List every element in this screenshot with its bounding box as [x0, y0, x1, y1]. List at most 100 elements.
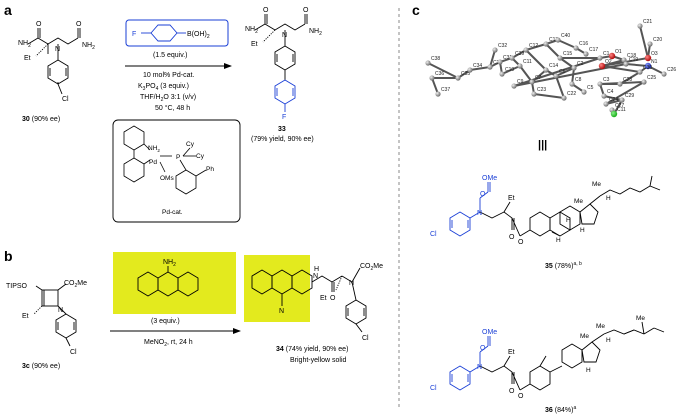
- crystal-atom: [644, 54, 652, 62]
- crystal-atom: [573, 45, 579, 51]
- crystal-atom: [637, 69, 643, 75]
- crystal-atom-label: C24: [609, 97, 618, 103]
- reagent-boron: B(OH)2: [187, 31, 210, 40]
- svg-text:30 (90% ee): 30 (90% ee): [22, 116, 60, 123]
- crystal-atom-label: O3: [651, 51, 658, 57]
- panel-label-a: a: [4, 2, 12, 18]
- svg-text:CO2Me: CO2Me: [360, 263, 383, 272]
- svg-text:O: O: [76, 21, 82, 28]
- crystal-bond: [545, 43, 561, 59]
- svg-text:Cy: Cy: [186, 141, 195, 148]
- svg-text:NH2: NH2: [148, 145, 160, 153]
- crystal-bond: [625, 63, 649, 67]
- crystal-atom: [597, 55, 603, 61]
- compound-33-labels: NH2 O N O NH2 Et F 33 (79% yield, 90% ee…: [245, 7, 322, 143]
- crystal-atom-label: C11: [617, 107, 626, 113]
- svg-text:O: O: [263, 7, 269, 14]
- crystal-atom: [487, 64, 493, 70]
- crystal-bond: [571, 67, 575, 85]
- crystal-atom-label: C32: [498, 43, 507, 49]
- svg-text:N: N: [282, 32, 287, 39]
- svg-text:Me: Me: [580, 333, 589, 340]
- crystal-atom: [569, 81, 575, 87]
- crystal-atom: [637, 23, 643, 29]
- crystal-atom: [429, 75, 435, 81]
- crystal-atom: [467, 67, 473, 73]
- svg-text:3c (90% ee): 3c (90% ee): [22, 363, 60, 370]
- svg-text:Et: Et: [508, 195, 515, 202]
- reagent-equiv-b: (3 equiv.): [151, 318, 180, 325]
- crystal-atom-label: C18: [627, 53, 636, 59]
- compound-33-biaryl: [274, 79, 296, 112]
- crystal-atom-label: C6: [559, 69, 566, 75]
- crystal-atom: [603, 101, 609, 107]
- svg-text:Cl: Cl: [70, 349, 77, 356]
- svg-text:O: O: [518, 393, 524, 400]
- crystal-atom: [543, 41, 549, 47]
- compound-34-structure: [251, 267, 367, 333]
- svg-text:H: H: [606, 337, 611, 344]
- svg-text:O: O: [303, 7, 309, 14]
- crystal-atom-label: C3: [603, 77, 610, 83]
- crystal-atom-label: C40: [561, 33, 570, 39]
- svg-text:Me: Me: [596, 323, 605, 330]
- crystal-atom-label: C37: [441, 87, 450, 93]
- crystal-bond: [557, 39, 577, 49]
- svg-text:K3PO4 (3 equiv.): K3PO4 (3 equiv.): [138, 83, 189, 92]
- crystal-atom: [509, 55, 515, 61]
- compound-33-name: 33: [278, 126, 286, 133]
- crystal-bond: [603, 95, 623, 101]
- crystal-atom-label: C8: [575, 77, 582, 83]
- crystal-atom-label: C22: [567, 91, 576, 97]
- compound-3c-ee: (90% ee): [32, 363, 60, 370]
- compound-30-structure: [27, 28, 81, 95]
- compound-33-yield: (79% yield, 90% ee): [251, 136, 314, 143]
- svg-text:OMe: OMe: [482, 329, 497, 336]
- crystal-atom-label: C11: [523, 59, 532, 65]
- crystal-atom: [497, 59, 503, 65]
- compound-30-name: 30: [22, 116, 30, 123]
- svg-text:TIPSO: TIPSO: [6, 283, 28, 290]
- svg-text:CO2Me: CO2Me: [64, 280, 87, 289]
- crystal-atom: [553, 73, 559, 79]
- svg-text:O: O: [480, 345, 486, 352]
- crystal-bond: [511, 49, 527, 59]
- crystal-bond: [533, 93, 565, 99]
- aminoacridine-nh2: NH2: [163, 259, 176, 268]
- crystal-atom: [492, 47, 498, 53]
- crystal-atom: [641, 79, 647, 85]
- crystal-atom-label: C27: [615, 103, 624, 109]
- crystal-atom: [581, 89, 587, 95]
- crystal-atom: [571, 65, 577, 71]
- conditions-a: 10 mol% Pd-cat. K3PO4 (3 equiv.) THF/H2O…: [138, 72, 196, 112]
- crystal-atom-label: O2: [605, 59, 612, 65]
- crystal-atom: [543, 67, 549, 73]
- svg-text:H: H: [606, 195, 611, 202]
- svg-text:10 mol% Pd-cat.: 10 mol% Pd-cat.: [143, 72, 194, 79]
- crystal-atom-label: C39: [515, 51, 524, 57]
- svg-text:NH2: NH2: [245, 26, 258, 35]
- crystal-atom-label: C1: [603, 51, 610, 57]
- crystal-atom: [647, 41, 653, 47]
- compound-3c-structure: [33, 283, 77, 347]
- compound-36-core: [519, 321, 665, 391]
- svg-text:Cy: Cy: [196, 153, 205, 160]
- svg-text:Et: Et: [22, 313, 29, 320]
- svg-text:Me: Me: [636, 315, 645, 322]
- svg-text:N: N: [477, 364, 482, 371]
- crystal-atom: [529, 79, 535, 85]
- compound-35-steroid: [519, 175, 661, 237]
- crystal-atom: [523, 47, 529, 53]
- crystal-bond: [639, 25, 649, 59]
- equivalence-symbol: |||: [538, 139, 547, 151]
- svg-text:Ph: Ph: [206, 166, 214, 173]
- crystal-bond: [427, 62, 459, 79]
- compound-36-ester: [479, 355, 521, 391]
- compound-36-yield: (84%): [555, 407, 574, 414]
- aminoacridine-structure: [137, 266, 199, 297]
- panel-label-b: b: [4, 248, 13, 264]
- svg-text:THF/H2O 3:1 (v/v): THF/H2O 3:1 (v/v): [140, 94, 196, 103]
- svg-text:N: N: [58, 307, 63, 314]
- crystal-atom-label: C21: [643, 19, 652, 25]
- svg-text:F: F: [282, 114, 286, 121]
